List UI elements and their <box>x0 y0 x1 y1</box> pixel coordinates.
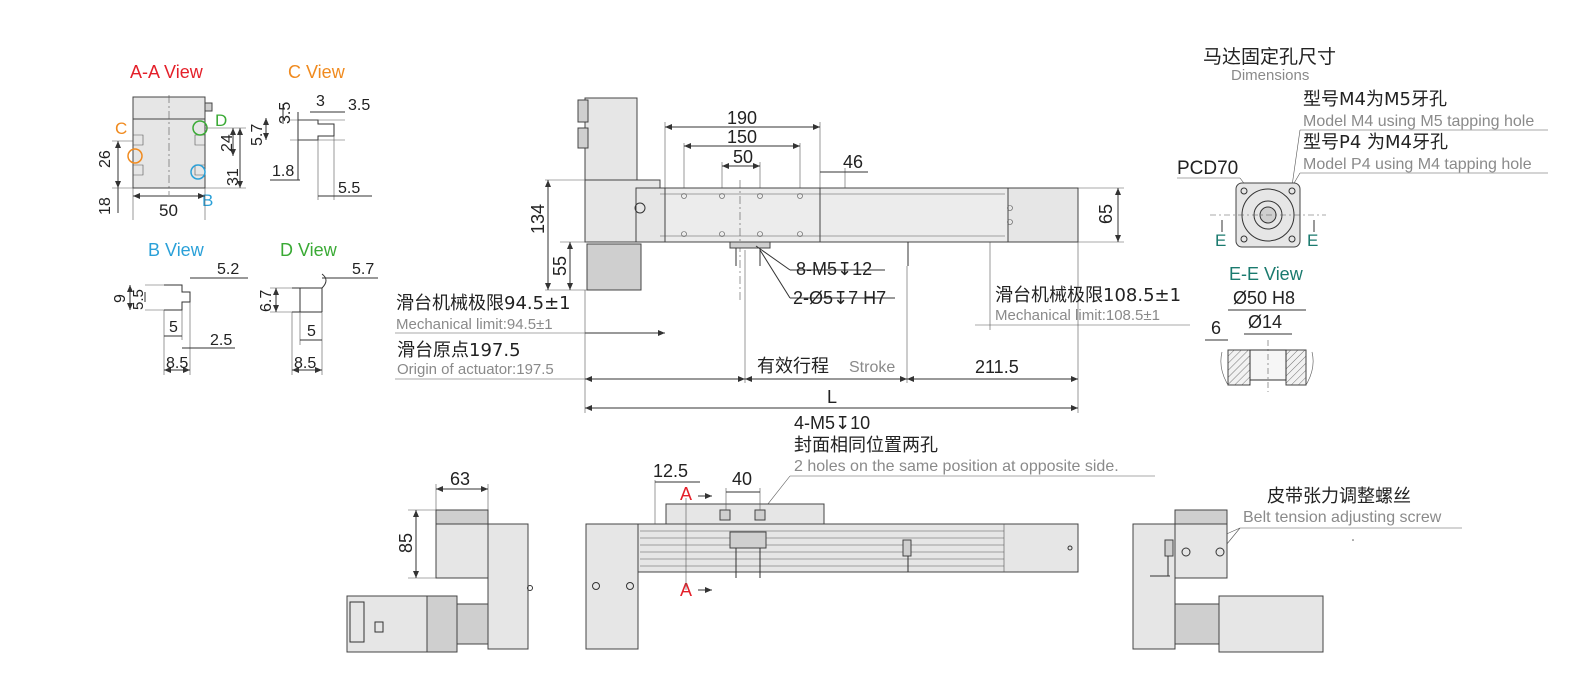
ee-view-title: E-E View <box>1229 264 1304 284</box>
aa-dim-24: 24 <box>219 134 236 152</box>
holes-note-en: 2 holes on the same position at opposite… <box>794 458 1119 475</box>
belt-note-en: Belt tension adjusting screw <box>1243 509 1442 526</box>
m4-note-cn: 型号M4为M5牙孔 <box>1303 89 1447 110</box>
dim-40: 40 <box>732 469 752 489</box>
b-view-title: B View <box>148 240 205 260</box>
c-dim-3: 3 <box>316 93 325 110</box>
d-dim-8-5: 8.5 <box>294 355 316 372</box>
dim-134: 134 <box>528 204 548 234</box>
c-view-title: C View <box>288 62 346 82</box>
dim-55: 55 <box>550 256 570 276</box>
dim-6: 6 <box>1211 318 1221 338</box>
stroke-en: Stroke <box>849 359 895 376</box>
d-dim-6-7: 6.7 <box>258 290 275 312</box>
d-view-title: D View <box>280 240 338 260</box>
dim-phi14: Ø14 <box>1248 312 1282 332</box>
aa-dim-50: 50 <box>159 201 178 220</box>
b-dim-9: 9 <box>112 294 129 303</box>
aa-view: A-A View C D B 26 18 50 24 31 <box>97 62 246 220</box>
holes-count: 4-M5↧10 <box>794 413 870 433</box>
c-dim-3-5-left: 3.5 <box>277 102 294 124</box>
b-dim-8-5: 8.5 <box>166 355 188 372</box>
b-dim-2-5: 2.5 <box>210 332 232 349</box>
c-dim-5-5: 5.5 <box>338 180 360 197</box>
aa-dim-31: 31 <box>225 168 242 186</box>
dim-63: 63 <box>450 469 470 489</box>
c-dim-5-7: 5.7 <box>249 124 266 146</box>
p4-note-en: Model P4 using M4 tapping hole <box>1303 156 1532 173</box>
dim-phi50: Ø50 H8 <box>1233 288 1295 308</box>
pcd-70: PCD70 <box>1177 158 1238 179</box>
bottom-left-view: 63 85 <box>346 469 533 653</box>
aa-dim-26: 26 <box>97 150 114 168</box>
c-dim-3-5-right: 3.5 <box>348 97 370 114</box>
c-detail-marker <box>127 148 143 164</box>
section-a-top: A <box>680 484 692 504</box>
dim-85: 85 <box>396 533 416 553</box>
b-detail-marker <box>190 164 206 180</box>
m4-note-en: Model M4 using M5 tapping hole <box>1303 113 1534 130</box>
bottom-front-view: 4-M5↧10 封面相同位置两孔 2 holes on the same pos… <box>585 413 1155 650</box>
belt-note-cn: 皮带张力调整螺丝 <box>1267 486 1411 507</box>
dim-150: 150 <box>727 127 757 147</box>
origin-en: Origin of actuator:197.5 <box>397 361 554 378</box>
c-view: C View 3.5 3 3.5 5.7 1.8 5.5 <box>249 62 372 200</box>
p4-note-cn: 型号P4 为M4牙孔 <box>1303 132 1448 153</box>
dim-65: 65 <box>1096 204 1116 224</box>
origin-cn: 滑台原点197.5 <box>397 340 521 361</box>
d-dim-5-7: 5.7 <box>352 261 374 278</box>
dim-12-5: 12.5 <box>653 461 688 481</box>
stroke-cn: 有效行程 <box>757 356 829 377</box>
motor-dimensions: 马达固定孔尺寸 Dimensions 型号M4为M5牙孔 Model M4 us… <box>1177 46 1548 392</box>
c-dim-1-8: 1.8 <box>272 163 294 180</box>
dim-190: 190 <box>727 108 757 128</box>
b-view: B View 9 5.5 5.2 5 2.5 8.5 <box>112 240 248 375</box>
motor-title-cn: 马达固定孔尺寸 <box>1203 46 1336 68</box>
aa-label-c: C <box>115 119 127 138</box>
aa-view-title: A-A View <box>130 62 204 82</box>
b-dim-5-2: 5.2 <box>217 261 239 278</box>
aa-label-d: D <box>215 111 227 130</box>
b-dim-5: 5 <box>169 319 178 336</box>
aa-label-b: B <box>202 191 213 210</box>
dim-211-5: 211.5 <box>975 357 1019 377</box>
motor-title-en: Dimensions <box>1231 67 1309 84</box>
d-view: D View 6.7 5.7 5 8.5 <box>258 240 378 375</box>
dim-50: 50 <box>733 147 753 167</box>
e-label-left: E <box>1215 231 1226 250</box>
d-dim-5: 5 <box>307 323 316 340</box>
bottom-right-view: 皮带张力调整螺丝 Belt tension adjusting screw <box>1132 486 1462 653</box>
holes-m5-callout: 8-M5↧12 <box>796 259 872 279</box>
mech-limit-left-cn: 滑台机械极限94.5±1 <box>396 293 571 314</box>
holes-note-cn: 封面相同位置两孔 <box>794 435 938 456</box>
main-top-view: 190 150 50 46 134 55 65 8-M5↧12 2-Ø5↧7 H… <box>395 97 1190 413</box>
dim-46: 46 <box>843 152 863 172</box>
mech-limit-right-en: Mechanical limit:108.5±1 <box>995 307 1160 324</box>
e-label-right: E <box>1307 231 1318 250</box>
mech-limit-left-en: Mechanical limit:94.5±1 <box>396 316 553 333</box>
mech-limit-right-cn: 滑台机械极限108.5±1 <box>995 285 1181 306</box>
b-dim-5-5: 5.5 <box>130 289 147 310</box>
aa-dim-18: 18 <box>97 197 114 215</box>
holes-pin-callout: 2-Ø5↧7 H7 <box>793 288 886 308</box>
dim-L: L <box>827 387 837 407</box>
